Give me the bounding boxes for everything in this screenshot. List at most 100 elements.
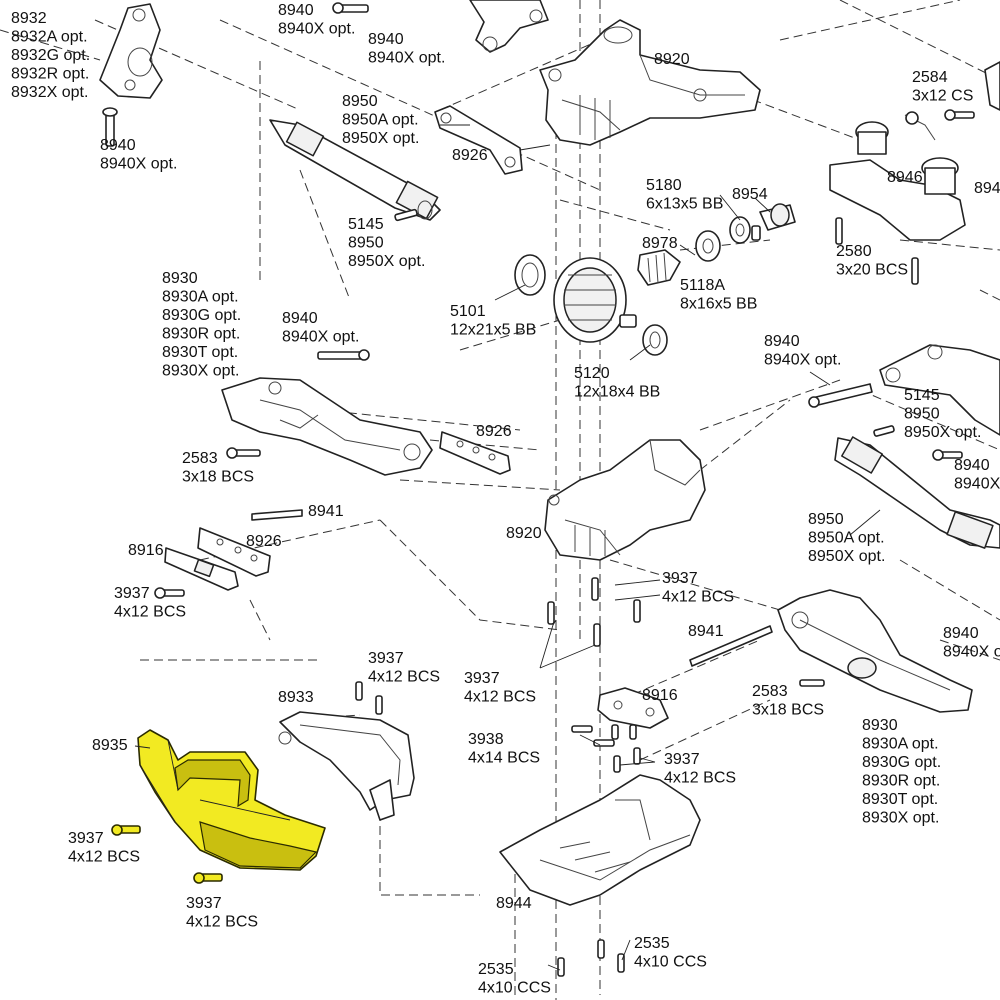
label-line: 2584 — [912, 69, 948, 86]
label-line: 8930A opt. — [862, 736, 939, 753]
part-5120-bearing — [642, 324, 668, 356]
label-line: 3x18 BCS — [752, 702, 824, 719]
label-line: 3937 — [114, 585, 150, 602]
label-line: 8932R opt. — [11, 66, 89, 83]
part-8916-block-left — [164, 547, 239, 591]
label-line: 4x12 BCS — [186, 914, 258, 931]
part-3937-screw-bumper-b — [193, 872, 223, 884]
label-line: 8944 — [496, 895, 532, 912]
part-8940-pin-mid-left — [317, 349, 370, 361]
label-line: 4x12 BCS — [664, 770, 736, 787]
label-line: 8930R opt. — [162, 326, 240, 343]
label-line: 8940X opt. — [764, 352, 841, 369]
part-8930-arm-left — [221, 377, 433, 476]
label-line: 12x18x4 BB — [574, 384, 660, 401]
label-line: 4x14 BCS — [468, 750, 540, 767]
label-line: 3x20 BCS — [836, 262, 908, 279]
part-8950-driveshaft-top — [269, 119, 441, 221]
label-8920-top: 8920 — [654, 51, 690, 68]
label-5120: 5120 12x18x4 BB — [574, 365, 660, 401]
label-line: 8920 — [506, 525, 542, 542]
label-line: 8946 — [887, 169, 923, 186]
label-8935: 8935 — [92, 737, 128, 754]
label-8978: 8978 — [642, 235, 678, 252]
label-line: 4x12 BCS — [114, 604, 186, 621]
part-8933-bumper-mount — [278, 711, 415, 821]
label-8933: 8933 — [278, 689, 314, 706]
part-5180-bearing — [729, 216, 751, 244]
part-5101-bearing — [514, 254, 546, 296]
label-line: 8940 — [943, 625, 979, 642]
label-line: 8930T opt. — [162, 344, 238, 361]
label-line: 8926 — [246, 533, 282, 550]
label-line: 8950X opt. — [808, 548, 885, 565]
label-line: 8950 — [342, 93, 378, 110]
label-8941-left: 8941 — [308, 503, 344, 520]
label-line: 8940 — [282, 310, 318, 327]
label-line: 2583 — [182, 450, 218, 467]
label-3937-f: 3937 4x12 BCS — [68, 830, 140, 866]
part-8940-pin-right-small — [932, 449, 963, 461]
label-line: 8950X opt. — [342, 130, 419, 147]
label-line: 8920 — [654, 51, 690, 68]
label-line: 8940X opt. — [100, 156, 177, 173]
label-line: 4x10 CCS — [634, 954, 707, 971]
part-differential-ring-gear — [553, 257, 637, 343]
part-5145-screw-left — [394, 208, 418, 222]
label-8916-left: 8916 — [128, 542, 164, 559]
label-line: 5120 — [574, 365, 610, 382]
label-2583-left: 2583 3x18 BCS — [182, 450, 254, 486]
label-line: 8941 — [688, 623, 724, 640]
label-line: 8940 — [954, 457, 990, 474]
part-8978-pinion-gear — [637, 249, 681, 286]
label-line: 8930 — [162, 270, 198, 287]
label-5101: 5101 12x21x5 BB — [450, 303, 536, 339]
part-upper-arm-right — [879, 344, 1000, 436]
label-line: 4x12 BCS — [68, 849, 140, 866]
label-8941-right: 8941 — [688, 623, 724, 640]
part-3937-screw-bumper-a — [111, 824, 141, 836]
label-line: 8940X opt. — [278, 21, 355, 38]
label-line: 8930 — [862, 717, 898, 734]
label-line: 8930T opt. — [862, 791, 938, 808]
label-894-cut: 894 — [974, 180, 1000, 197]
label-line: 8954 — [732, 186, 768, 203]
label-line: 4x12 BCS — [662, 589, 734, 606]
part-8940-pin-top — [332, 2, 369, 14]
part-3937-screws-mount — [355, 681, 383, 715]
label-line: 3937 — [464, 670, 500, 687]
part-3938-screws — [571, 725, 615, 747]
label-line: 8940X opt. — [368, 50, 445, 67]
label-line: 3x18 BCS — [182, 469, 254, 486]
part-3937-screws-center — [547, 577, 641, 647]
label-3937-a: 3937 4x12 BCS — [114, 585, 186, 621]
label-line: 8930X opt. — [162, 363, 239, 380]
label-line: 3937 — [68, 830, 104, 847]
label-line: 5101 — [450, 303, 486, 320]
label-line: 8916 — [642, 687, 678, 704]
label-line: 8916 — [128, 542, 164, 559]
label-line: 8930A opt. — [162, 289, 239, 306]
part-2584-screw — [944, 109, 975, 121]
label-line: 8950 — [348, 235, 384, 252]
label-line: 8950A opt. — [808, 530, 885, 547]
label-line: 8932 — [11, 10, 47, 27]
label-line: 8932A opt. — [11, 29, 88, 46]
label-line: 6x13x5 BB — [646, 196, 723, 213]
label-line: 8940 — [368, 31, 404, 48]
label-line: 12x21x5 BB — [450, 322, 536, 339]
